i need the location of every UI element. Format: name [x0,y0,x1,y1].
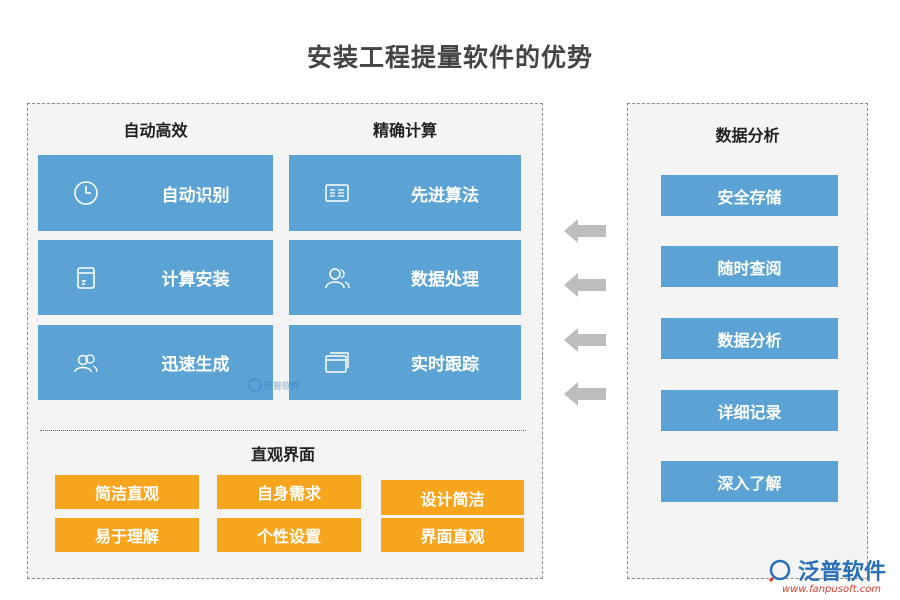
brand-icon [768,559,791,582]
arrow-left-icon [564,273,606,297]
tag-own-needs: 自身需求 [217,475,361,509]
tag-simple-intuitive: 简洁直观 [55,475,199,509]
brand-url: www.fanpusoft.com [782,584,882,595]
card-label: 实时跟踪 [411,355,479,375]
card-data-processing: 数据处理 [289,240,521,315]
brand-logo: 泛普软件 www.fanpusoft.com [768,554,896,598]
data-analysis-heading: 数据分析 [715,126,780,145]
card-auto-recognize: 自动识别 [38,155,273,231]
item-secure-storage: 安全存储 [661,175,838,216]
card-label: 先进算法 [411,185,479,206]
arrow-left-icon [564,328,606,352]
card-label: 数据处理 [411,270,479,290]
tag-ui-intuitive: 界面直观 [381,518,524,552]
tag-concise-design: 设计简洁 [381,480,524,515]
watermark-icon [248,378,262,392]
item-detailed-records: 详细记录 [661,390,838,431]
clock-icon [74,181,98,205]
brand-row: 泛普软件 [768,554,896,586]
section-divider [40,430,526,431]
auto-efficient-heading: 自动高效 [123,121,188,140]
item-anytime-access: 随时查阅 [661,246,838,287]
tag-easy-understand: 易于理解 [55,518,199,552]
card-realtime-tracking: 实时跟踪 [289,325,521,400]
item-deep-understanding: 深入了解 [661,461,838,502]
tag-personal-settings: 个性设置 [217,518,361,552]
card-advanced-algorithm: 先进算法 [289,155,521,231]
user-icon [325,267,350,288]
card-calc-install: 计算安装 [38,240,273,315]
card-label: 自动识别 [161,185,230,206]
card-quick-generate: 迅速生成 [38,325,273,400]
card-label: 计算安装 [161,270,230,290]
users-icon [74,353,98,372]
card-label: 迅速生成 [161,355,230,375]
page-title: 安装工程提量软件的优势 [306,43,593,72]
watermark-logo: 泛普软件 [248,378,300,392]
arrow-left-icon [564,382,606,406]
window-icon [325,351,349,373]
intuitive-ui-heading: 直观界面 [250,445,315,464]
precise-calc-heading: 精确计算 [372,121,437,140]
arrow-left-icon [564,219,606,243]
list-icon [325,184,349,202]
watermark-text: 泛普软件 [264,381,301,392]
brand-name: 泛普软件 [798,560,887,585]
document-icon [77,266,95,289]
item-data-analysis: 数据分析 [661,318,838,359]
